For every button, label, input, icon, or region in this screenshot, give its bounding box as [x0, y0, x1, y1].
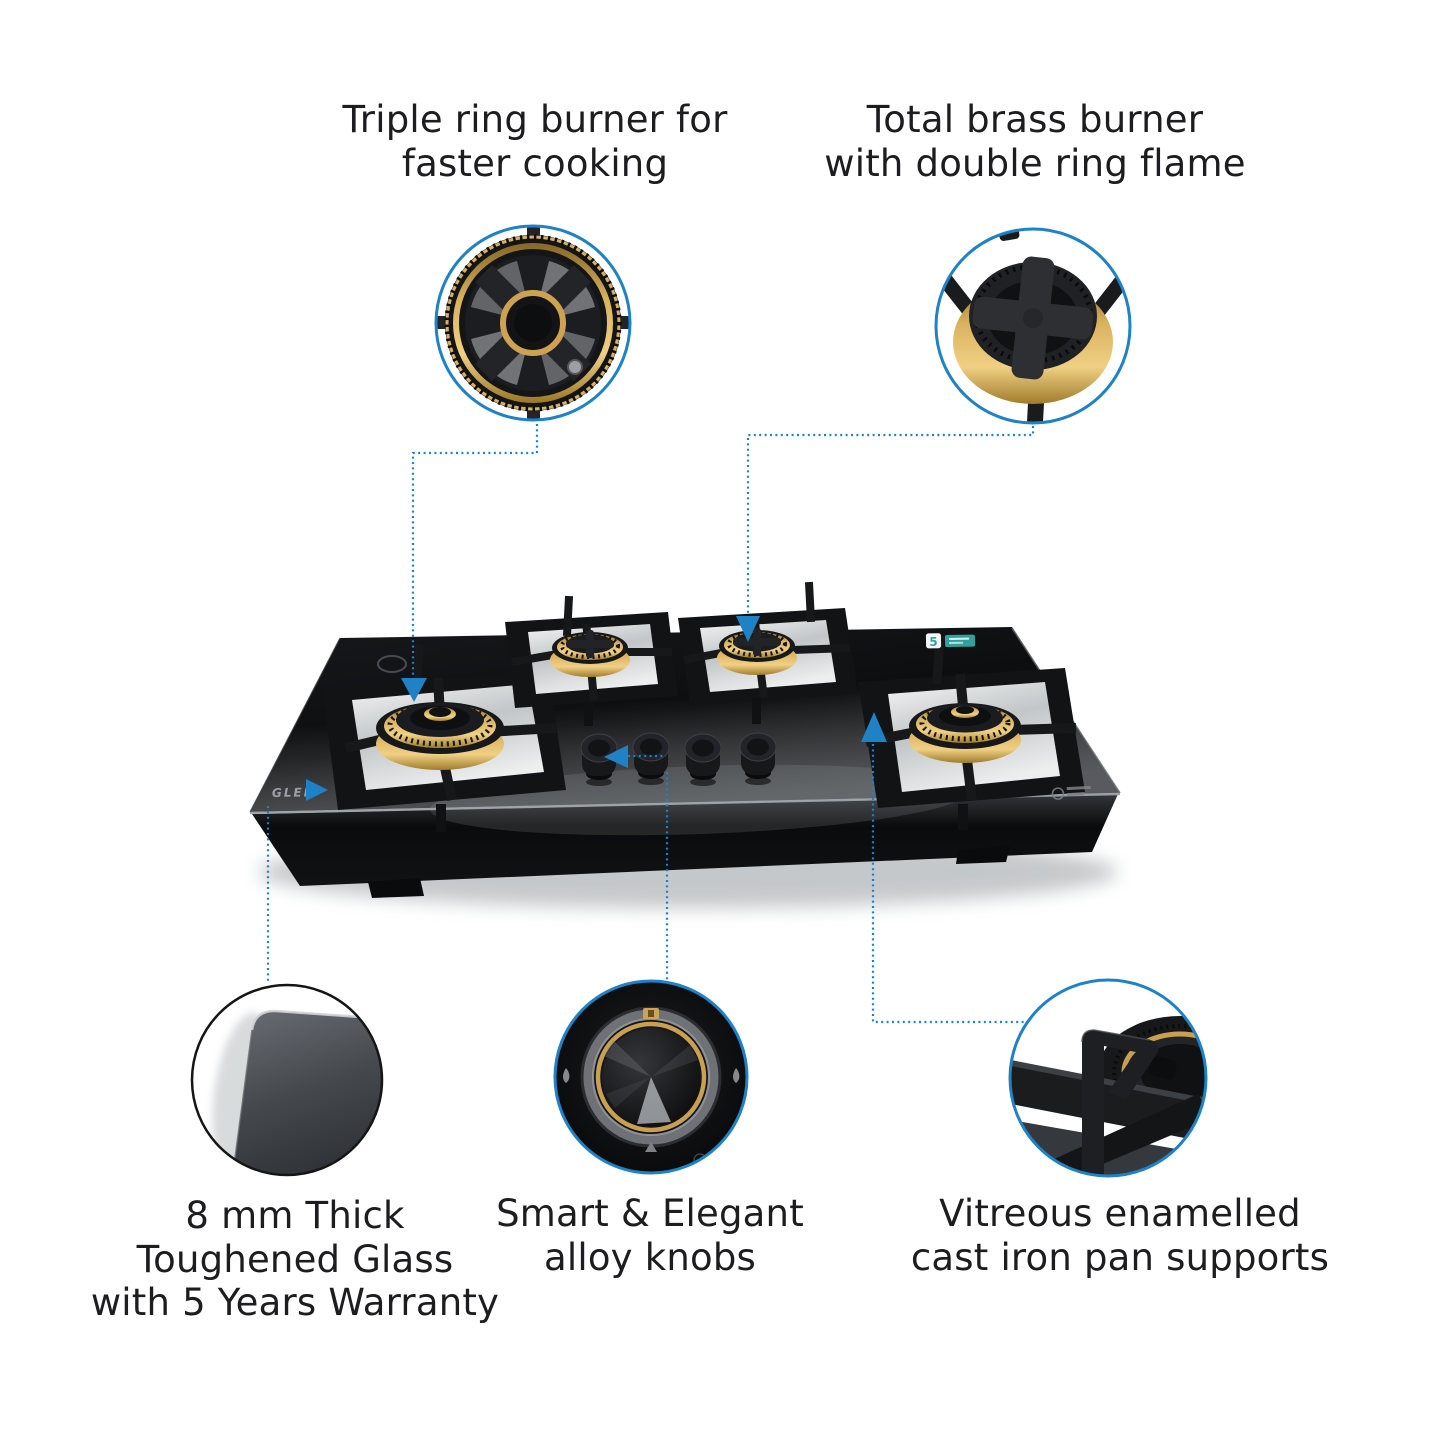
- control-knob: [580, 733, 618, 786]
- igniter: [567, 359, 583, 375]
- inset-triple-ring-burner: [434, 224, 632, 422]
- flame-icon: [563, 1068, 570, 1083]
- inset-pan-support: [1008, 978, 1208, 1178]
- arrow-right-icon: [306, 779, 328, 801]
- glass-logo-emblem: [377, 655, 407, 673]
- control-knob: [739, 732, 777, 785]
- inset-brass-burner: [934, 227, 1132, 425]
- flame-icon: [733, 1068, 740, 1083]
- connector-dotted-line-brass-burner: [746, 426, 1035, 616]
- hob-product: GLEN 5: [249, 581, 1121, 908]
- burner-big-right: [858, 635, 1085, 830]
- control-knob: [684, 733, 722, 786]
- control-knob: [632, 732, 670, 785]
- inset-border-brass-burner: [934, 227, 1132, 425]
- inset-border-toughened-glass: [190, 983, 384, 1177]
- knob-marker: [645, 1142, 657, 1152]
- connectors: [266, 424, 1035, 1024]
- inset-toughened-glass: [190, 983, 384, 1177]
- burner-triple-ring: [322, 643, 566, 832]
- inset-border-triple-ring: [434, 224, 632, 422]
- inset-border-alloy-knob: [553, 979, 749, 1175]
- inset-alloy-knob: [553, 979, 749, 1175]
- connector-dotted-line-pan-supports: [871, 744, 1024, 1024]
- arrow-left-icon: [604, 745, 628, 768]
- hob-foot-left: [368, 878, 424, 898]
- hob-surface-logo-icon: [1051, 785, 1091, 800]
- arrow-up-icon: [861, 712, 887, 742]
- energy-rating-badge: 5: [925, 633, 976, 649]
- arrow-down-icon: [736, 616, 760, 642]
- control-knobs: [580, 732, 777, 786]
- glass-sheen: [430, 764, 970, 836]
- arrow-down-icon: [401, 678, 427, 702]
- energy-rating-value: 5: [929, 635, 938, 649]
- burner-small-middle: [505, 595, 678, 726]
- hob-body-front: [252, 794, 1118, 886]
- brand-logo: GLEN: [272, 785, 316, 800]
- glass-left-rim: [249, 637, 341, 813]
- hob-foot-right: [956, 846, 1010, 864]
- pointer-arrows: [306, 616, 887, 801]
- inset-border-pan-support: [1008, 978, 1208, 1178]
